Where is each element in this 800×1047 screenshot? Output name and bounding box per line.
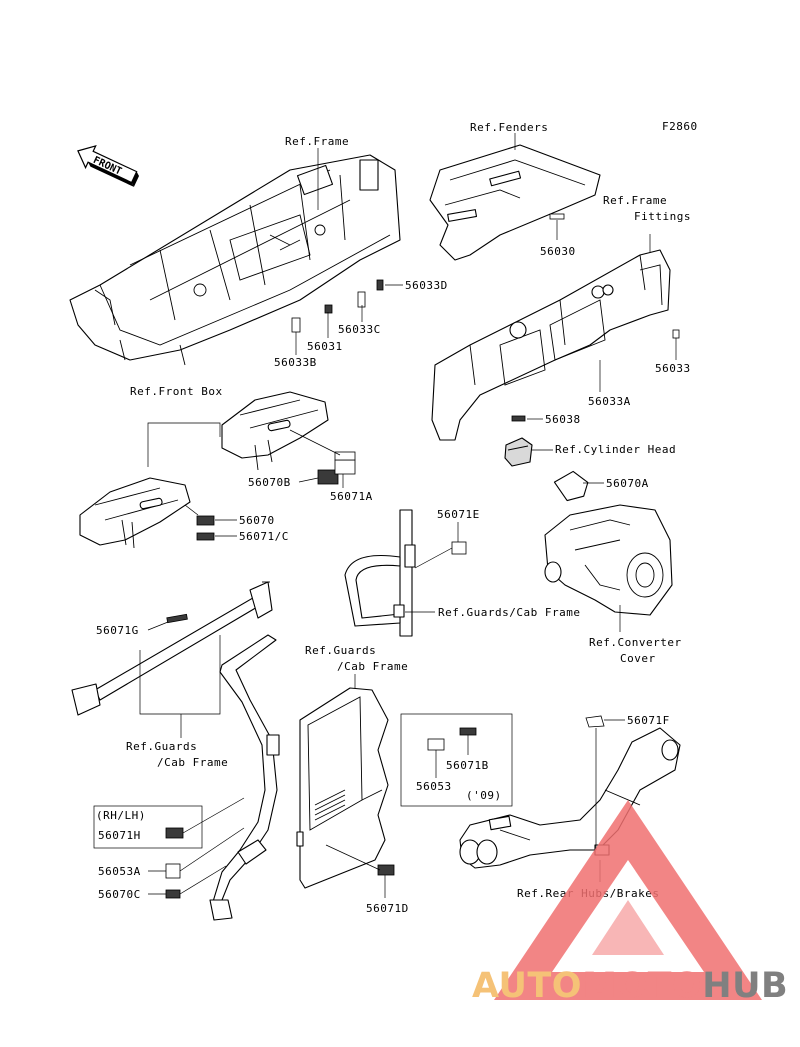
ref-frame-fittings-label-2: Fittings (634, 210, 691, 223)
watermark-logo: AUTOMOTOHUB (472, 800, 788, 1006)
part-56070B: 56070B (248, 476, 291, 489)
front-box-leader (289, 429, 341, 456)
ref-converter-label-2: Cover (620, 652, 656, 665)
cab-door-drawing (296, 687, 389, 889)
front-box-lower-leader (184, 504, 199, 516)
part-56038: 56038 (545, 413, 581, 426)
dashboard-drawing (431, 249, 671, 441)
part-56070C: 56070C (98, 888, 141, 901)
frame-leaders (295, 148, 403, 355)
ref-frame-label: Ref.Frame (285, 135, 349, 148)
part-56033: 56033 (655, 362, 691, 375)
front-box-bracket (147, 422, 221, 467)
cylinder-head-drawing (504, 415, 533, 467)
part-56071B: 56071B (446, 759, 489, 772)
part-56070A: 56070A (606, 477, 649, 490)
part-56030: 56030 (540, 245, 576, 258)
ref-guards-left-label-2: /Cab Frame (157, 756, 228, 769)
watermark-part1: AUTO (472, 966, 582, 1006)
rear-hubs-drawing (459, 727, 681, 869)
rh-lh-box (93, 805, 203, 849)
part-56033A: 56033A (588, 395, 631, 408)
side-rail-drawing (209, 634, 280, 921)
ref-converter-label-1: Ref.Converter (589, 636, 682, 649)
year-09-box (400, 713, 513, 807)
main-frame-drawing (69, 154, 401, 366)
part-56071A: 56071A (330, 490, 373, 503)
part-56033C: 56033C (338, 323, 381, 336)
p56071E-leader (414, 547, 453, 569)
part-56031: 56031 (307, 340, 343, 353)
converter-cover-drawing (544, 470, 673, 616)
p56071D-leader-upper (325, 844, 381, 871)
p56071H-leader (182, 797, 245, 834)
frame-decals (291, 279, 384, 333)
center-guard-drawing (344, 509, 416, 637)
part-56053: 56053 (416, 780, 452, 793)
ref-frame-fittings-label-1: Ref.Frame (603, 194, 667, 207)
p56053-decal (427, 738, 445, 751)
p56070C-leader (179, 865, 227, 895)
ref-guards-door-label-1: Ref.Guards (305, 644, 376, 657)
part-56071E: 56071E (437, 508, 480, 521)
left-guard-drawing (71, 581, 273, 716)
p56033-decal (672, 329, 680, 339)
p56071E-decal (451, 541, 467, 555)
ref-guards-door-label-2: /Cab Frame (337, 660, 408, 673)
p56071B-decal (459, 727, 477, 736)
part-56033D: 56033D (405, 279, 448, 292)
watermark-part3: HUB (702, 966, 788, 1006)
fender-decal (549, 213, 565, 220)
part-56071G: 56071G (96, 624, 139, 637)
ref-guards-center-label: Ref.Guards/Cab Frame (438, 606, 580, 619)
part-56053A: 56053A (98, 865, 141, 878)
front-box-lower-drawing (79, 477, 191, 549)
ref-guards-left-label-1: Ref.Guards (126, 740, 197, 753)
ref-front-box-label: Ref.Front Box (130, 385, 223, 398)
front-arrow-icon: FRONT (77, 144, 140, 187)
part-56070: 56070 (239, 514, 275, 527)
front-box-decals (196, 451, 356, 541)
figure-code: F2860 (662, 120, 698, 133)
ref-cylinder-head-label: Ref.Cylinder Head (555, 443, 676, 456)
p56071G-decal (166, 613, 188, 624)
p56071G-leader (147, 621, 169, 631)
left-decals (165, 827, 184, 899)
part-56071C: 56071/C (239, 530, 289, 543)
p56070B-leader (298, 477, 319, 483)
year-09-note: ('09) (466, 789, 502, 802)
watermark-triangle-icon (494, 800, 762, 1000)
guards-left-bracket (139, 635, 221, 715)
front-box-upper-drawing (221, 391, 329, 471)
part-56071H: 56071H (98, 829, 141, 842)
ref-fenders-label: Ref.Fenders (470, 121, 548, 134)
p56071F-decal (585, 715, 605, 728)
watermark-text: AUTOMOTOHUB (472, 966, 788, 1006)
p56053A-leader (179, 827, 245, 872)
part-56071D: 56071D (366, 902, 409, 915)
watermark-part2: MOTO (582, 966, 702, 1006)
part-56071F: 56071F (627, 714, 670, 727)
part-56033B: 56033B (274, 356, 317, 369)
fenders-drawing (429, 144, 601, 261)
rh-lh-note: (RH/LH) (96, 809, 146, 822)
p56071D-decal (377, 864, 395, 876)
